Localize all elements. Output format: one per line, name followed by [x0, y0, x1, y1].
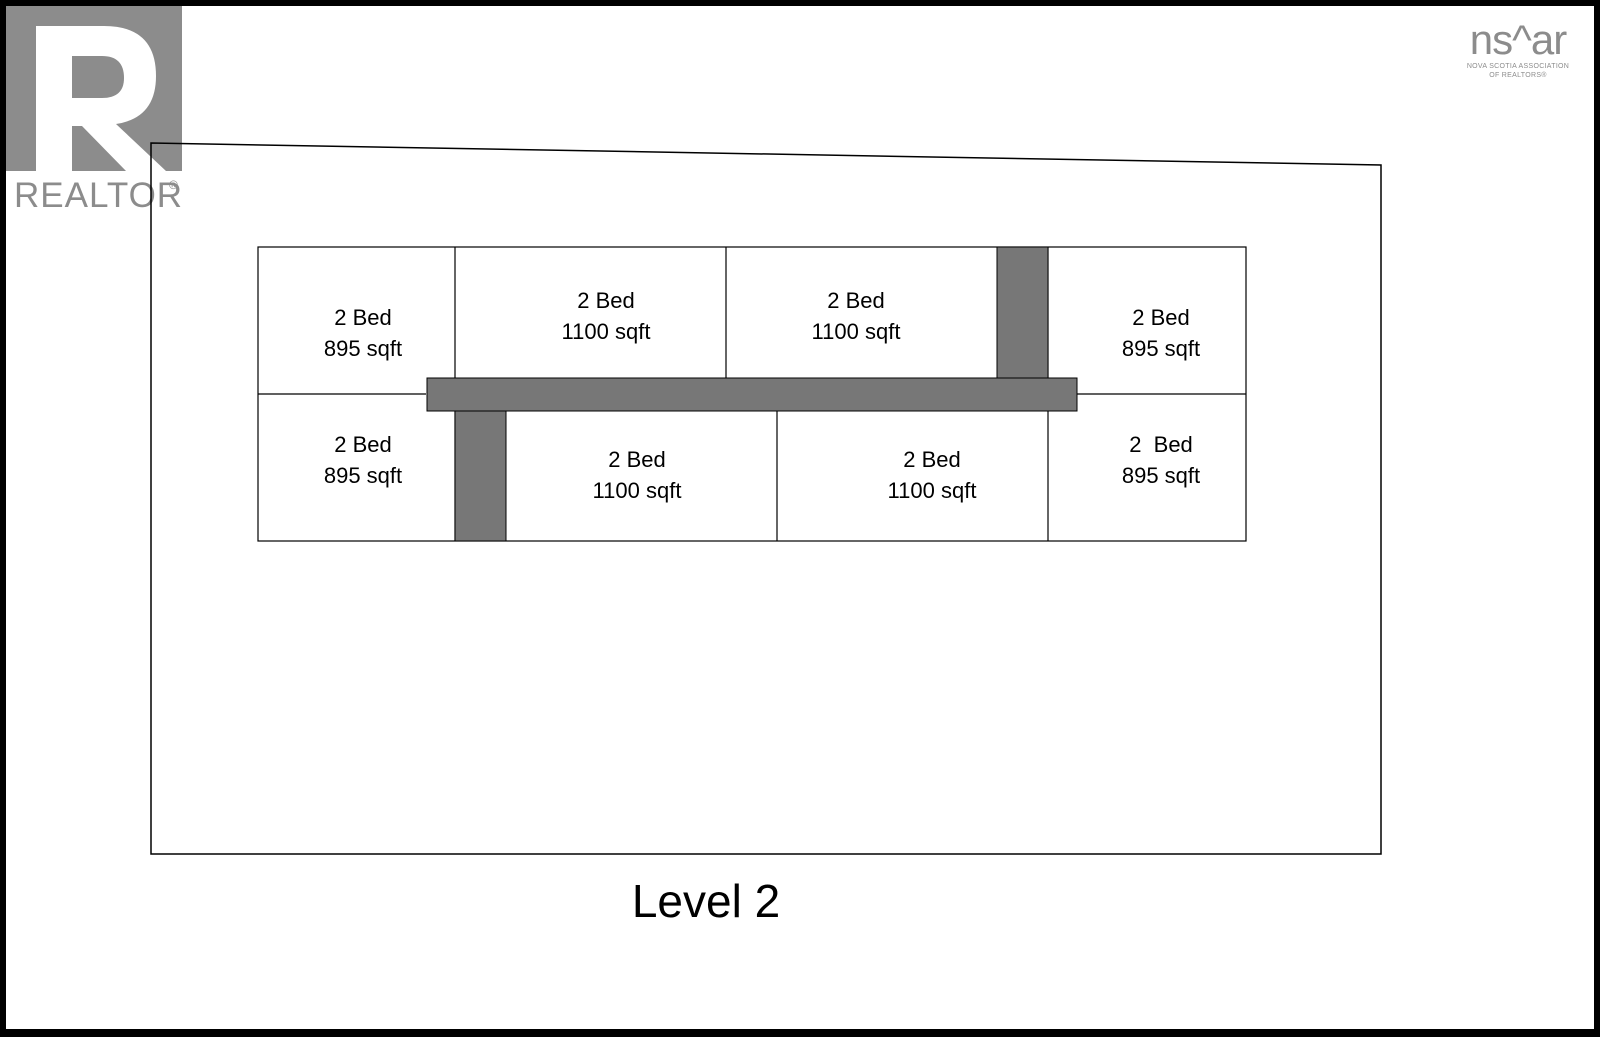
- unit-size: 1100 sqft: [561, 319, 651, 344]
- realtor-text: REALTOR: [14, 176, 184, 215]
- unit-beds: 2 Bed: [903, 447, 961, 472]
- corridors: [426, 246, 1078, 542]
- realtor-r-icon: [6, 6, 182, 171]
- unit-5: 2 Bed 895 sqft: [258, 429, 468, 491]
- unit-beds: 2 Bed: [827, 288, 885, 313]
- unit-size: 895 sqft: [1121, 463, 1201, 488]
- unit-4: 2 Bed 895 sqft: [1056, 302, 1266, 364]
- lot-outline: [150, 142, 1382, 855]
- unit-beds: 2 Bed: [1132, 305, 1190, 330]
- unit-1: 2 Bed 895 sqft: [258, 302, 468, 364]
- unit-size: 895 sqft: [1121, 336, 1201, 361]
- unit-size: 895 sqft: [323, 463, 403, 488]
- nsar-subtitle-2: OF REALTORS®: [1489, 72, 1547, 79]
- main-corridor: [426, 377, 1078, 412]
- unit-size: 1100 sqft: [887, 478, 977, 503]
- nsar-wordmark: ns^ar: [1469, 16, 1567, 63]
- unit-beds: 2 Bed: [334, 305, 392, 330]
- realtor-logo: REALTOR ®: [6, 6, 194, 224]
- nsar-subtitle: NOVA SCOTIA ASSOCIATION: [1466, 63, 1570, 70]
- unit-beds: 2 Bed: [577, 288, 635, 313]
- corridor-lower-left: [454, 410, 507, 542]
- unit-7: 2 Bed 1100 sqft: [832, 444, 1032, 506]
- unit-3: 2 Bed 1100 sqft: [756, 285, 956, 347]
- registered-mark: ®: [169, 178, 178, 192]
- image-frame: REALTOR ® ns^ar NOVA SCOTIA ASSOCIATION …: [6, 6, 1594, 1029]
- unit-beds: 2 Bed: [1129, 432, 1193, 457]
- unit-size: 1100 sqft: [592, 478, 682, 503]
- unit-6: 2 Bed 1100 sqft: [537, 444, 737, 506]
- corridor-upper-right: [996, 246, 1049, 379]
- unit-size: 895 sqft: [323, 336, 403, 361]
- level-label: Level 2: [631, 875, 781, 927]
- nsar-logo: ns^ar NOVA SCOTIA ASSOCIATION OF REALTOR…: [1448, 18, 1588, 80]
- unit-beds: 2 Bed: [608, 447, 666, 472]
- unit-beds: 2 Bed: [334, 432, 392, 457]
- floor-plan-drawing: [150, 142, 1382, 855]
- unit-2: 2 Bed 1100 sqft: [506, 285, 706, 347]
- unit-size: 1100 sqft: [811, 319, 901, 344]
- unit-8: 2 Bed 895 sqft: [1056, 429, 1266, 491]
